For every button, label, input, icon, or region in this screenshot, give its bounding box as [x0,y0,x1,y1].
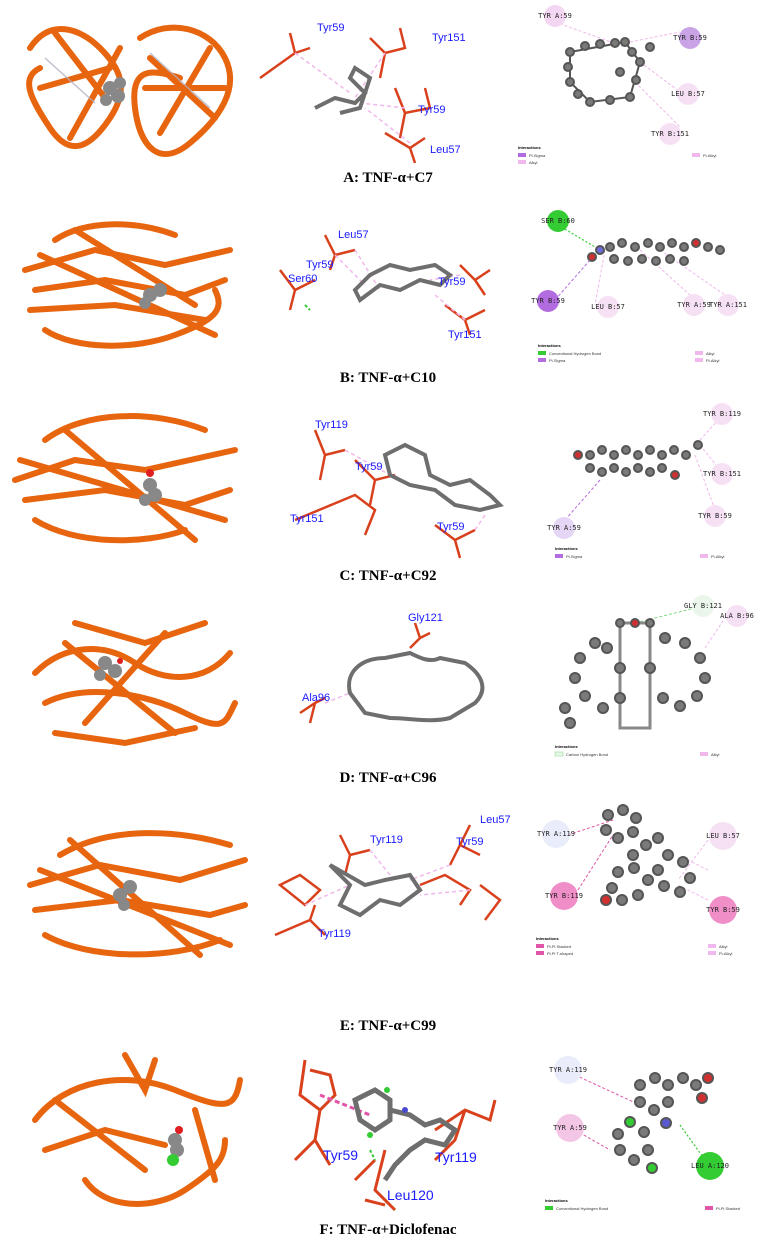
legend-item: Pi-Alkyl [719,951,732,956]
legend-title: Interactions [545,1198,568,1203]
residue-label: SER B:60 [541,217,575,225]
interaction-2d-diagram: SER B:60 TYR B:59 LEU B:57 TYR A:59 TYR … [510,205,747,375]
residue-label: TYR A:151 [709,301,747,309]
residue-label: TYR A:119 [549,1066,587,1074]
residue-label: TYR B:59 [706,906,740,914]
residue-label: TYR B:119 [545,892,583,900]
residue-label: GLY B:121 [684,602,722,610]
legend-title: Interactions [555,744,578,749]
interaction-2d-diagram: TYR B:119 TYR B:151 TYR B:59 TYR A:59 In… [547,400,750,570]
residue-label: TYR A:119 [537,830,575,838]
panel-caption: C: TNF-α+C92 [339,568,437,584]
binding-site-3d-view: Tyr59 Tyr119 Leu120 [275,1050,515,1215]
legend-item: Pi-Sigma [549,358,566,363]
site-label: Leu57 [430,144,461,156]
legend-item: Pi-Sigma [566,554,583,559]
binding-site-3d-view: Tyr119 Tyr59 Tyr151 Tyr59 [285,400,505,560]
site-label: Tyr59 [438,276,466,288]
legend-item: Carbon Hydrogen Bond [566,752,608,757]
site-label: Leu57 [480,814,511,826]
interaction-2d-diagram: TYR A:59 TYR B:59 LEU B:57 TYR B:151 Int… [510,2,740,172]
legend-item: Conventional Hydrogen Bond [549,351,601,356]
residue-label: TYR B:59 [698,512,732,520]
site-label: Tyr151 [432,32,466,44]
interaction-2d-diagram: GLY B:121 ALA B:96 Interactions Carbon H… [545,595,754,768]
site-label: Tyr59 [323,1147,358,1163]
site-label: Tyr119 [435,1149,477,1165]
residue-label: TYR A:59 [677,301,711,309]
panel-b: Leu57 Tyr59 Ser60 Tyr59 Tyr151 SER B:60 … [0,200,776,395]
ligand-spheres [100,77,126,106]
panel-e: Tyr119 Leu57 Tyr59 Tyr119 TYR A:119 LEU … [0,800,776,1045]
legend-item: Alkyl [719,944,728,949]
site-label: Gly121 [408,612,443,624]
interaction-2d-diagram: TYR A:119 TYR A:59 LEU A:120 Interaction… [540,1050,755,1225]
residue-label: TYR B:151 [651,130,689,138]
panel-caption: D: TNF-α+C96 [339,770,437,786]
site-label: Tyr151 [290,513,324,525]
site-label: Tyr59 [456,836,484,848]
residue-label: TYR A:59 [538,12,572,20]
protein-ribbon-view [5,400,245,555]
legend-item: Pi-Pi Stacked [547,944,571,949]
residue-label: TYR B:119 [703,410,741,418]
panel-f: Tyr59 Tyr119 Leu120 TYR A:119 TYR A:59 L… [0,1050,776,1240]
protein-ribbon-view [10,8,240,163]
panel-caption: B: TNF-α+C10 [339,370,437,386]
residue-label: TYR A:59 [547,524,581,532]
site-label: Ala96 [302,692,330,704]
residue-label: LEU B:57 [591,303,625,311]
residue-label: LEU B:57 [706,832,740,840]
panel-caption: A: TNF-α+C7 [343,170,433,186]
site-label: Tyr119 [315,419,348,431]
legend-title: Interactions [536,936,559,941]
legend-item: Pi-Alkyl [703,153,716,158]
binding-site-3d-view: Gly121 Ala96 [290,603,500,753]
residue-label: TYR A:59 [553,1124,587,1132]
legend-item: Alkyl [711,752,720,757]
panel-d: Gly121 Ala96 GLY B:121 ALA B:96 Interact… [0,595,776,795]
panel-caption: F: TNF-α+Diclofenac [319,1222,457,1238]
residue-label: TYR B:59 [673,34,707,42]
protein-ribbon-view [20,815,250,975]
binding-site-3d-view: Leu57 Tyr59 Ser60 Tyr59 Tyr151 [270,210,500,360]
panel-c: Tyr119 Tyr59 Tyr151 Tyr59 TYR B:119 TYR … [0,400,776,595]
residue-label: LEU B:57 [671,90,705,98]
legend-item: Pi-Alkyl [711,554,724,559]
protein-ribbon-view [15,210,240,360]
site-label: Tyr59 [355,461,383,473]
residue-label: LEU A:120 [691,1162,729,1170]
site-label: Tyr59 [418,104,446,116]
legend-title: Interactions [538,343,561,348]
site-label: Tyr119 [318,928,351,940]
site-label: Tyr59 [317,22,345,34]
interaction-2d-diagram: TYR A:119 LEU B:57 TYR B:119 TYR B:59 In… [528,800,758,1025]
legend-item: Pi-Alkyl [706,358,719,363]
binding-site-3d-view: Tyr119 Leu57 Tyr59 Tyr119 [270,805,511,975]
site-label: Tyr59 [437,521,465,533]
residue-label: TYR B:59 [531,297,565,305]
residue-label: TYR B:151 [703,470,741,478]
site-label: Ser60 [288,273,317,285]
protein-ribbon-view [25,1050,250,1215]
legend-title: Interactions [555,546,578,551]
site-label: Leu57 [338,229,369,241]
site-label: Tyr59 [306,259,334,271]
protein-ribbon-view [25,603,240,753]
legend-item: Conventional Hydrogen Bond [556,1206,608,1211]
site-label: Tyr119 [370,834,403,846]
legend-item: Pi-Pi Stacked [716,1206,740,1211]
legend-item: Pi-Sigma [529,153,546,158]
panel-a: Tyr59 Tyr151 Tyr59 Leu57 TYR A:59 TYR B:… [0,0,776,195]
legend-item: Alkyl [529,160,538,165]
legend-item: Alkyl [706,351,715,356]
legend-item: Pi-Pi T-shaped [547,951,573,956]
residue-label: ALA B:96 [720,612,754,620]
binding-site-3d-view: Tyr59 Tyr151 Tyr59 Leu57 [255,8,485,164]
panel-caption: E: TNF-α+C99 [339,1018,437,1034]
site-label: Leu120 [387,1187,434,1203]
legend-title: Interactions [518,145,541,150]
site-label: Tyr151 [448,329,482,341]
